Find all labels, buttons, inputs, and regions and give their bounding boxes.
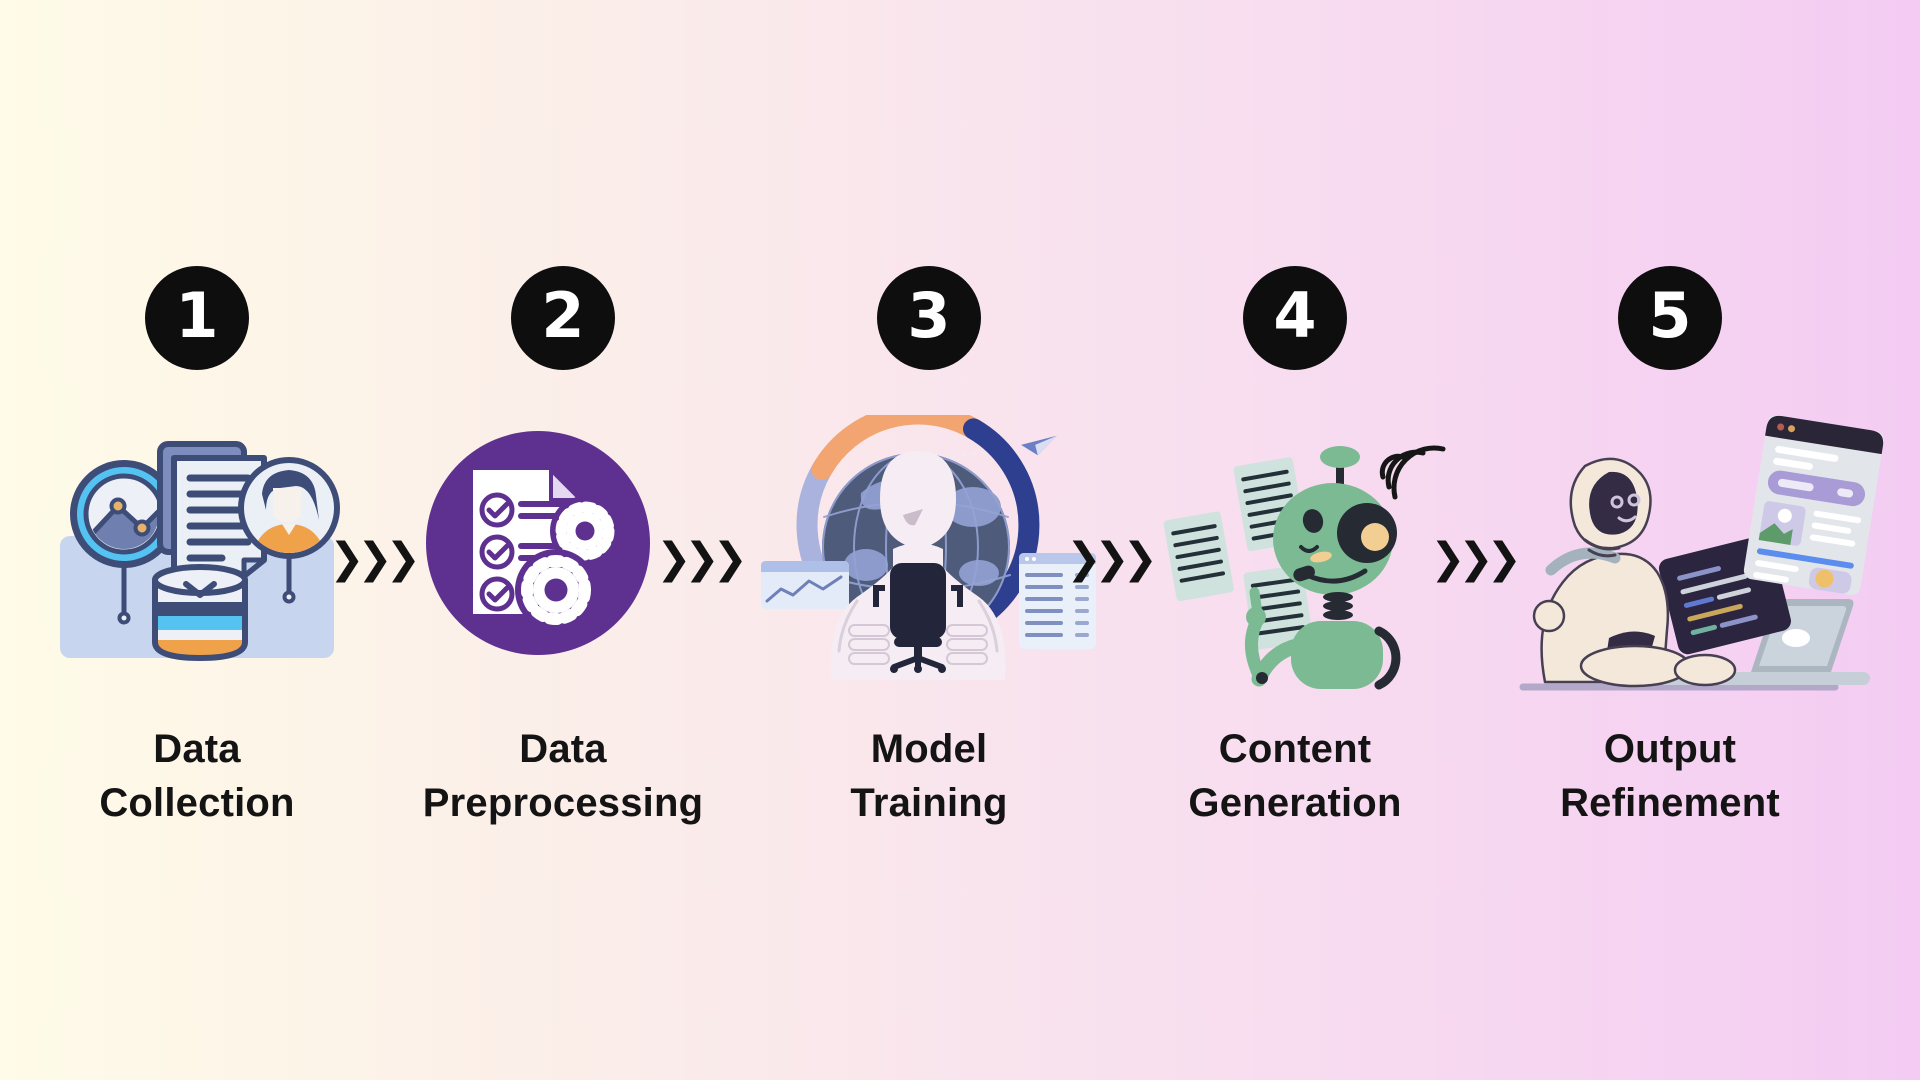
step-4-badge: 4 <box>1243 266 1347 370</box>
data-collection-icon <box>60 441 340 661</box>
data-preprocessing-illustration <box>423 428 653 663</box>
step-2-label: Data Preprocessing <box>363 722 763 830</box>
step-1-badge: 1 <box>145 266 249 370</box>
content-generation-illustration <box>1155 425 1455 700</box>
step-1-number: 1 <box>175 279 219 352</box>
step-3-label-line-1: Model <box>870 727 988 771</box>
step-2-badge: 2 <box>511 266 615 370</box>
step-5-label: Output Refinement <box>1470 722 1870 830</box>
step-4-number: 4 <box>1273 279 1317 352</box>
output-refinement-illustration <box>1515 410 1895 700</box>
flow-arrow-2-icon: ❯❯❯ <box>656 533 748 583</box>
content-generation-icon <box>1163 445 1446 690</box>
step-3-number: 3 <box>907 279 951 352</box>
step-2-label-line-1: Data <box>519 727 607 771</box>
step-3-label: Model Training <box>729 722 1129 830</box>
step-4-label: Content Generation <box>1095 722 1495 830</box>
data-preprocessing-icon <box>426 431 650 655</box>
data-collection-illustration <box>52 424 342 669</box>
flow-arrow-1-icon: ❯❯❯ <box>329 533 421 583</box>
step-1-label: Data Collection <box>0 722 397 830</box>
step-3-label-line-2: Training <box>850 781 1008 825</box>
step-2-number: 2 <box>541 279 585 352</box>
output-refinement-icon <box>1519 415 1884 691</box>
step-3-badge: 3 <box>877 266 981 370</box>
step-5-label-line-2: Refinement <box>1560 781 1780 825</box>
model-training-illustration <box>761 403 1096 685</box>
step-5-badge: 5 <box>1618 266 1722 370</box>
step-5-label-line-1: Output <box>1603 727 1737 771</box>
flow-arrow-3-icon: ❯❯❯ <box>1066 533 1158 583</box>
step-4-label-line-1: Content <box>1218 727 1372 771</box>
step-1-label-line-1: Data <box>153 727 241 771</box>
step-5-number: 5 <box>1648 279 1692 352</box>
model-training-icon <box>761 403 1096 680</box>
flow-arrow-4-icon: ❯❯❯ <box>1430 533 1522 583</box>
step-2-label-line-2: Preprocessing <box>422 781 704 825</box>
step-1-label-line-2: Collection <box>99 781 295 825</box>
step-4-label-line-2: Generation <box>1188 781 1402 825</box>
